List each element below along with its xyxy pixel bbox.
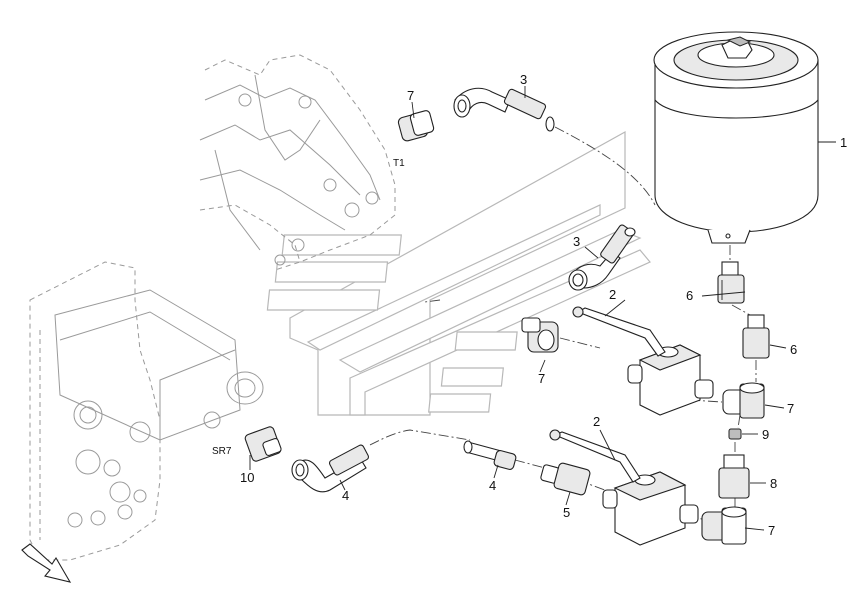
machine-frame-ghost [199,54,396,271]
callout-labels: 1 6 6 7 9 8 7 2 2 3 3 7 7 5 4 4 10 T1 SR… [212,72,847,538]
bent-hose-top [453,87,555,132]
elbow-fitting-middle [521,317,559,353]
plug-small [728,428,742,440]
callout-9: 9 [762,427,769,442]
port-label-sr7: SR7 [212,446,232,457]
elbow-fitting-right-upper [722,382,765,419]
ball-valve-upper [572,306,714,416]
elbow-fitting-top [397,110,435,142]
callout-8: 8 [770,476,777,491]
callout-3-middle: 3 [573,234,580,249]
callout-7-middle-left: 7 [538,371,545,386]
watermark-logo [266,130,651,416]
oil-tank [653,31,819,244]
callout-7-top: 7 [407,88,414,103]
callout-6-upper: 6 [686,288,693,303]
adapter-fitting-8 [718,454,750,499]
leader-lines [249,86,836,531]
bent-hose-middle [568,224,636,291]
hose-fitting-middle [463,440,517,470]
callout-2-upper: 2 [609,287,616,302]
callout-6-lower: 6 [790,342,797,357]
adapter-fitting-lower [742,314,770,359]
port-label-t1: T1 [393,158,405,169]
callout-4-middle: 4 [489,478,496,493]
callout-10: 10 [240,470,254,485]
callout-3-top: 3 [520,72,527,87]
callout-1: 1 [840,135,847,150]
ball-valve-lower [549,429,699,546]
adapter-fitting-upper [717,261,745,304]
adapter-fitting-5 [540,462,591,496]
valve-block-ghost [29,261,264,561]
callout-4-left: 4 [342,488,349,503]
fitting-10 [244,426,282,462]
direction-arrow-icon [21,543,72,583]
bent-hose-lower [291,444,370,493]
callout-7-right-lower: 7 [768,523,775,538]
callout-5: 5 [563,505,570,520]
elbow-fitting-right-lower [701,506,747,545]
callout-2-lower: 2 [593,414,600,429]
callout-7-right-upper: 7 [787,401,794,416]
